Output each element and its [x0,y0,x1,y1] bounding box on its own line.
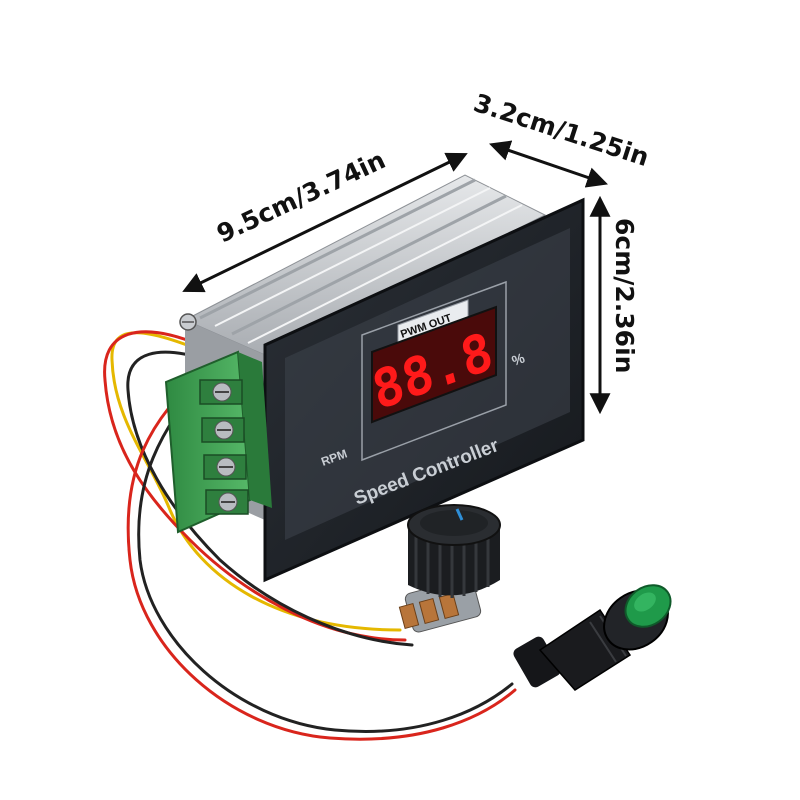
dimension-arrow-icon [182,152,468,293]
screw-terminal-icon [199,379,243,405]
dimension-depth-label: 3.2cm/1.25in [470,88,652,172]
potentiometer[interactable] [398,504,501,633]
dimension-height-label: 6cm/2.36in [610,218,639,373]
percent-unit: % [510,349,528,368]
wires [103,330,517,741]
terminal-block [164,350,272,534]
screw-terminal-icon [205,489,249,515]
screw-terminal-icon [203,454,247,480]
front-panel: PWM OUT 88.8 % RPM Speed Controller [263,197,585,583]
knob-icon[interactable] [407,504,501,598]
knob-marker [455,508,464,521]
dimension-height: 6cm/2.36in [589,195,639,415]
dimension-depth: 3.2cm/1.25in [470,88,653,188]
screw-terminal-icon [201,417,245,443]
dimension-arrow-icon [489,140,608,188]
push-button-switch[interactable] [511,577,679,691]
